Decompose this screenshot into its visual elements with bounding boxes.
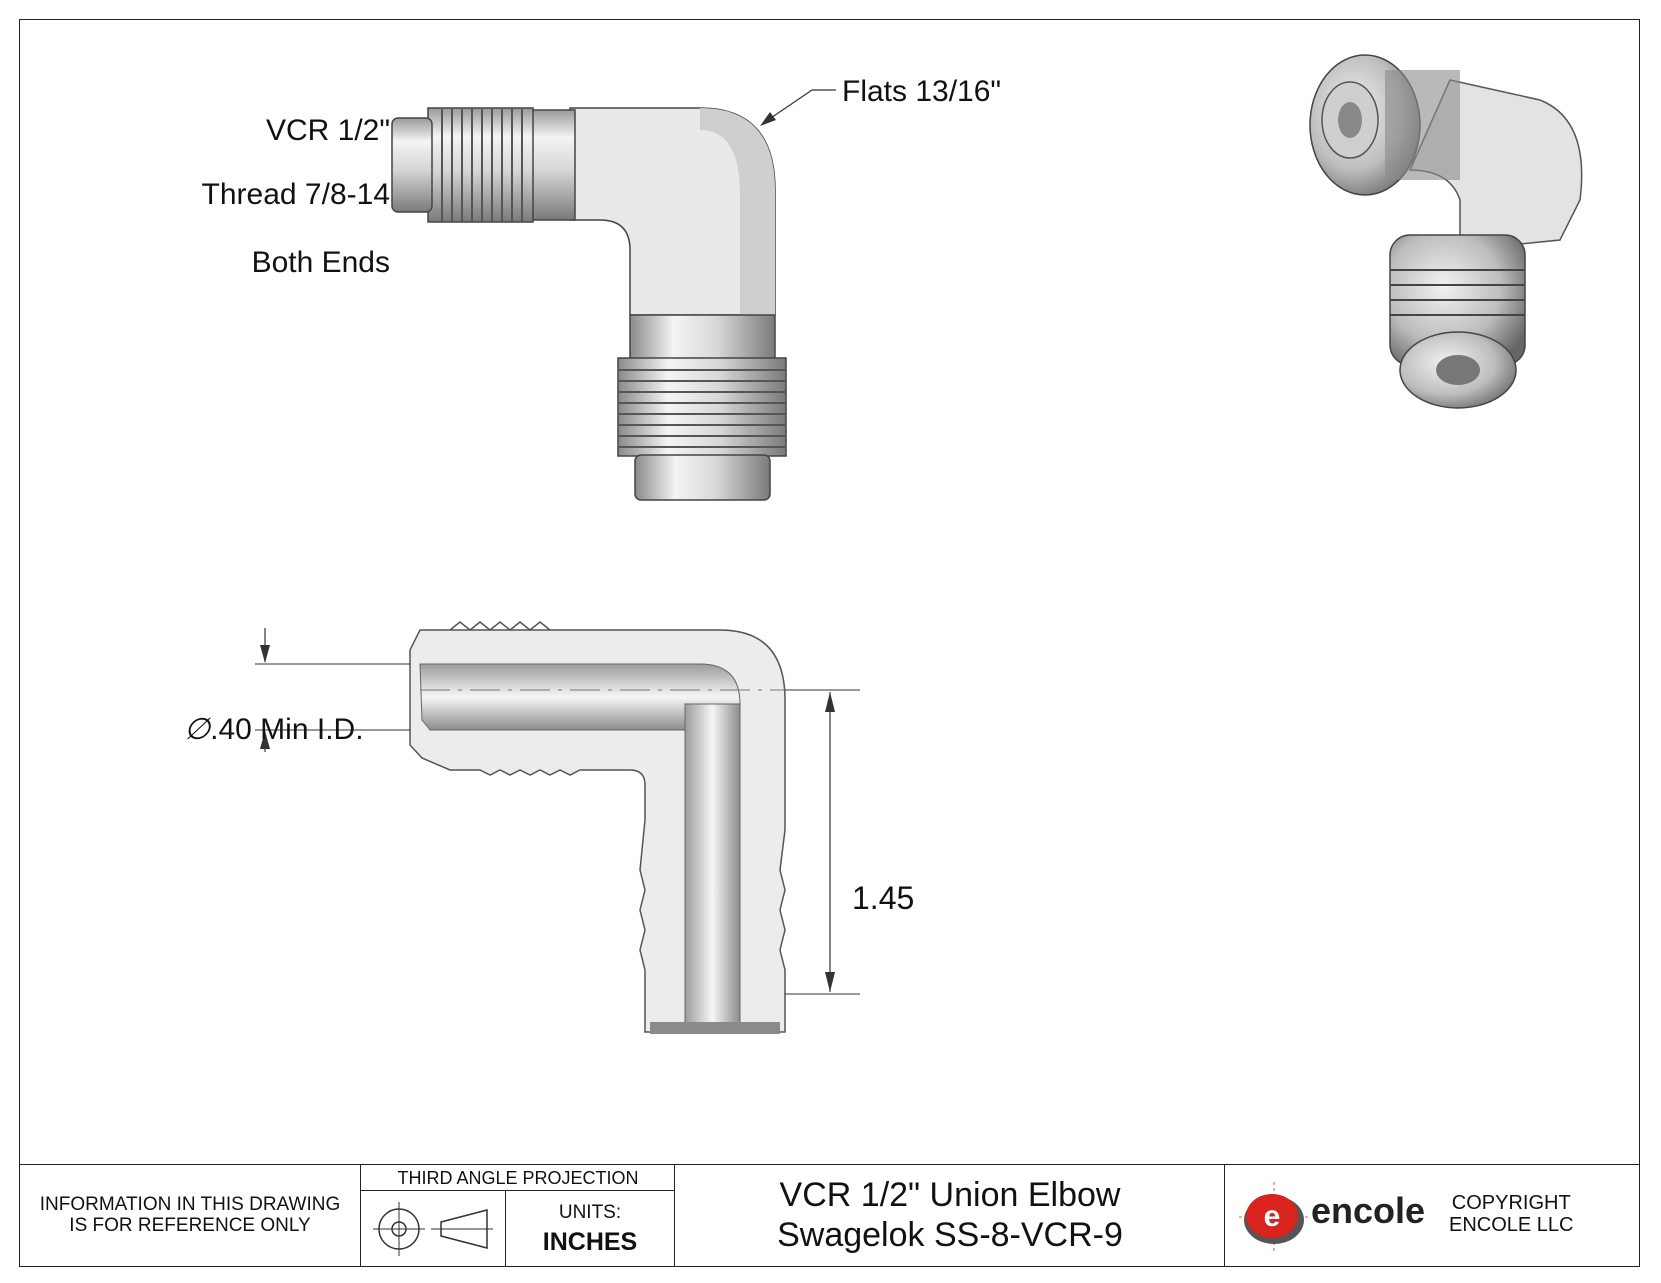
height-dimension-label: 1.45 bbox=[852, 880, 915, 916]
reference-note-cell: INFORMATION IN THIS DRAWING IS FOR REFER… bbox=[19, 1164, 361, 1267]
copyright-line2: ENCOLE LLC bbox=[1449, 1214, 1574, 1236]
brand-name: encole bbox=[1311, 1190, 1426, 1231]
diameter-symbol: ∅ bbox=[184, 713, 211, 746]
flats-label: Flats 13/16" bbox=[842, 75, 1002, 108]
elbow-front-view bbox=[391, 107, 787, 501]
both-ends-label: Both Ends bbox=[251, 246, 390, 279]
min-id-dimension: ∅.40 Min I.D. bbox=[184, 712, 364, 747]
projection-units-cell: THIRD ANGLE PROJECTION UNITS: INCHES bbox=[361, 1164, 675, 1267]
vcr-size-label: VCR 1/2" bbox=[265, 114, 390, 147]
projection-label: THIRD ANGLE PROJECTION bbox=[397, 1168, 639, 1188]
units-label: UNITS: bbox=[558, 1202, 622, 1223]
encole-logo-icon: e bbox=[1239, 1182, 1309, 1252]
elbow-section-view bbox=[255, 621, 860, 1034]
units-value: INCHES bbox=[542, 1228, 638, 1256]
min-id-label: .40 Min I.D. bbox=[210, 713, 364, 746]
drawing-title-cell: VCR 1/2" Union Elbow Swagelok SS-8-VCR-9 bbox=[675, 1164, 1225, 1267]
thread-label: Thread 7/8-14 bbox=[201, 178, 390, 211]
encole-logo-letter: e bbox=[1264, 1200, 1281, 1233]
reference-note-line2: IS FOR REFERENCE ONLY bbox=[69, 1215, 311, 1236]
elbow-isometric-view bbox=[1309, 54, 1583, 409]
drawing-title-line2: Swagelok SS-8-VCR-9 bbox=[777, 1216, 1123, 1254]
drawing-sheet-border bbox=[19, 19, 1640, 1267]
brand-cell: e encole COPYRIGHT ENCOLE LLC bbox=[1225, 1164, 1640, 1267]
drawing-title-line1: VCR 1/2" Union Elbow bbox=[779, 1176, 1121, 1214]
copyright-line1: COPYRIGHT bbox=[1451, 1192, 1571, 1214]
flats-leader-line bbox=[760, 89, 836, 126]
third-angle-projection-icon bbox=[373, 1202, 493, 1256]
title-block: INFORMATION IN THIS DRAWING IS FOR REFER… bbox=[19, 1164, 1640, 1267]
reference-note-line1: INFORMATION IN THIS DRAWING bbox=[39, 1194, 341, 1215]
